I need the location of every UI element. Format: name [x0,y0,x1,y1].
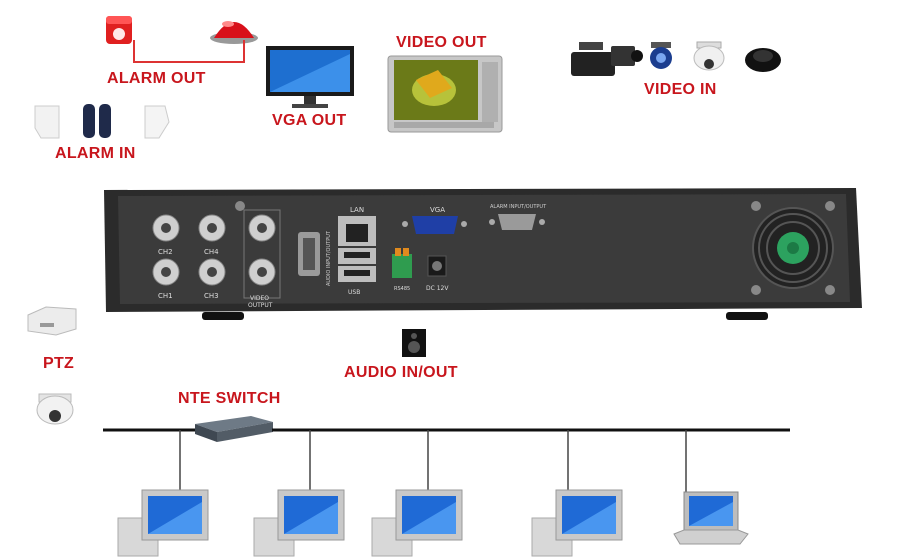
dc-power-jack [427,255,447,277]
dc-label: DC 12V [426,285,449,292]
vga-port [402,216,467,234]
vga-label: VGA [430,206,445,214]
ptz-dome-camera-icon [36,393,74,425]
bnc-ch2-connector [152,214,180,242]
network-switch-icon [195,416,273,442]
bnc-ch4-connector [198,214,226,242]
rs485-label: RS485 [394,286,410,292]
ch1-label: CH1 [158,292,173,300]
speaker-icon [402,329,426,357]
speed-dome-icon [693,41,725,71]
alarm-out-label: ALARM OUT [107,70,206,87]
ch3-label: CH3 [204,292,219,300]
alarm-io-label: ALARM INPUT/OUTPUT [490,204,547,210]
ch4-label: CH4 [204,248,219,256]
usb-port-2 [338,266,376,282]
ptz-label: PTZ [43,355,75,372]
bnc-video-output-1 [248,214,276,242]
video-in-label: VIDEO IN [644,81,717,98]
audio-in-out-label: AUDIO IN/OUT [344,364,458,381]
camcorder-icon [571,42,643,76]
vga-monitor-icon [266,46,354,108]
bnc-ch3-connector [198,258,226,286]
bnc-video-output-2 [248,258,276,286]
beam-detector-icon [83,104,111,138]
dvr-rear-panel: CH2 CH4 CH1 CH3 VIDEO OUTPUT AUDIO INPUT… [104,188,862,320]
video-output-label-1: VIDEO [250,295,269,302]
nte-switch-label: NTE SWITCH [178,390,281,407]
usb-port-1 [338,248,376,264]
beacon-light-icon [210,21,258,44]
client-pc-3-icon [371,489,463,557]
alarm-db-port [489,214,545,230]
client-pc-4-icon [531,489,623,557]
alarm-sensors-group [34,104,170,139]
client-pc-1-icon [117,489,209,557]
pir-sensor-icon [34,105,60,139]
alarm-in-label: ALARM IN [55,145,136,162]
cooling-fan-icon [752,207,834,289]
lan-label: LAN [350,206,364,214]
rs485-terminal [392,248,412,278]
client-laptop-icon [673,491,749,545]
network-lines [103,428,790,498]
lan-port [338,216,376,246]
dome-camera-icon [650,42,672,69]
bnc-ch1-connector [152,258,180,286]
audio-io-label: AUDIO INPUT/OUTPUT [326,230,332,286]
siren-icon [106,16,132,44]
usb-label: USB [348,289,360,296]
crt-monitor-icon [387,55,503,133]
black-dome-icon [745,48,781,72]
video-output-label-2: OUTPUT [248,302,273,309]
ptz-decoder-icon [27,306,77,336]
cameras-group [571,41,781,76]
audio-db-port [298,232,320,276]
video-out-label: VIDEO OUT [396,34,487,51]
smoke-detector-icon [144,105,170,139]
alarm-out-bracket [133,40,245,63]
ch2-label: CH2 [158,248,173,256]
client-pc-2-icon [253,489,345,557]
vga-out-label: VGA OUT [272,112,347,129]
